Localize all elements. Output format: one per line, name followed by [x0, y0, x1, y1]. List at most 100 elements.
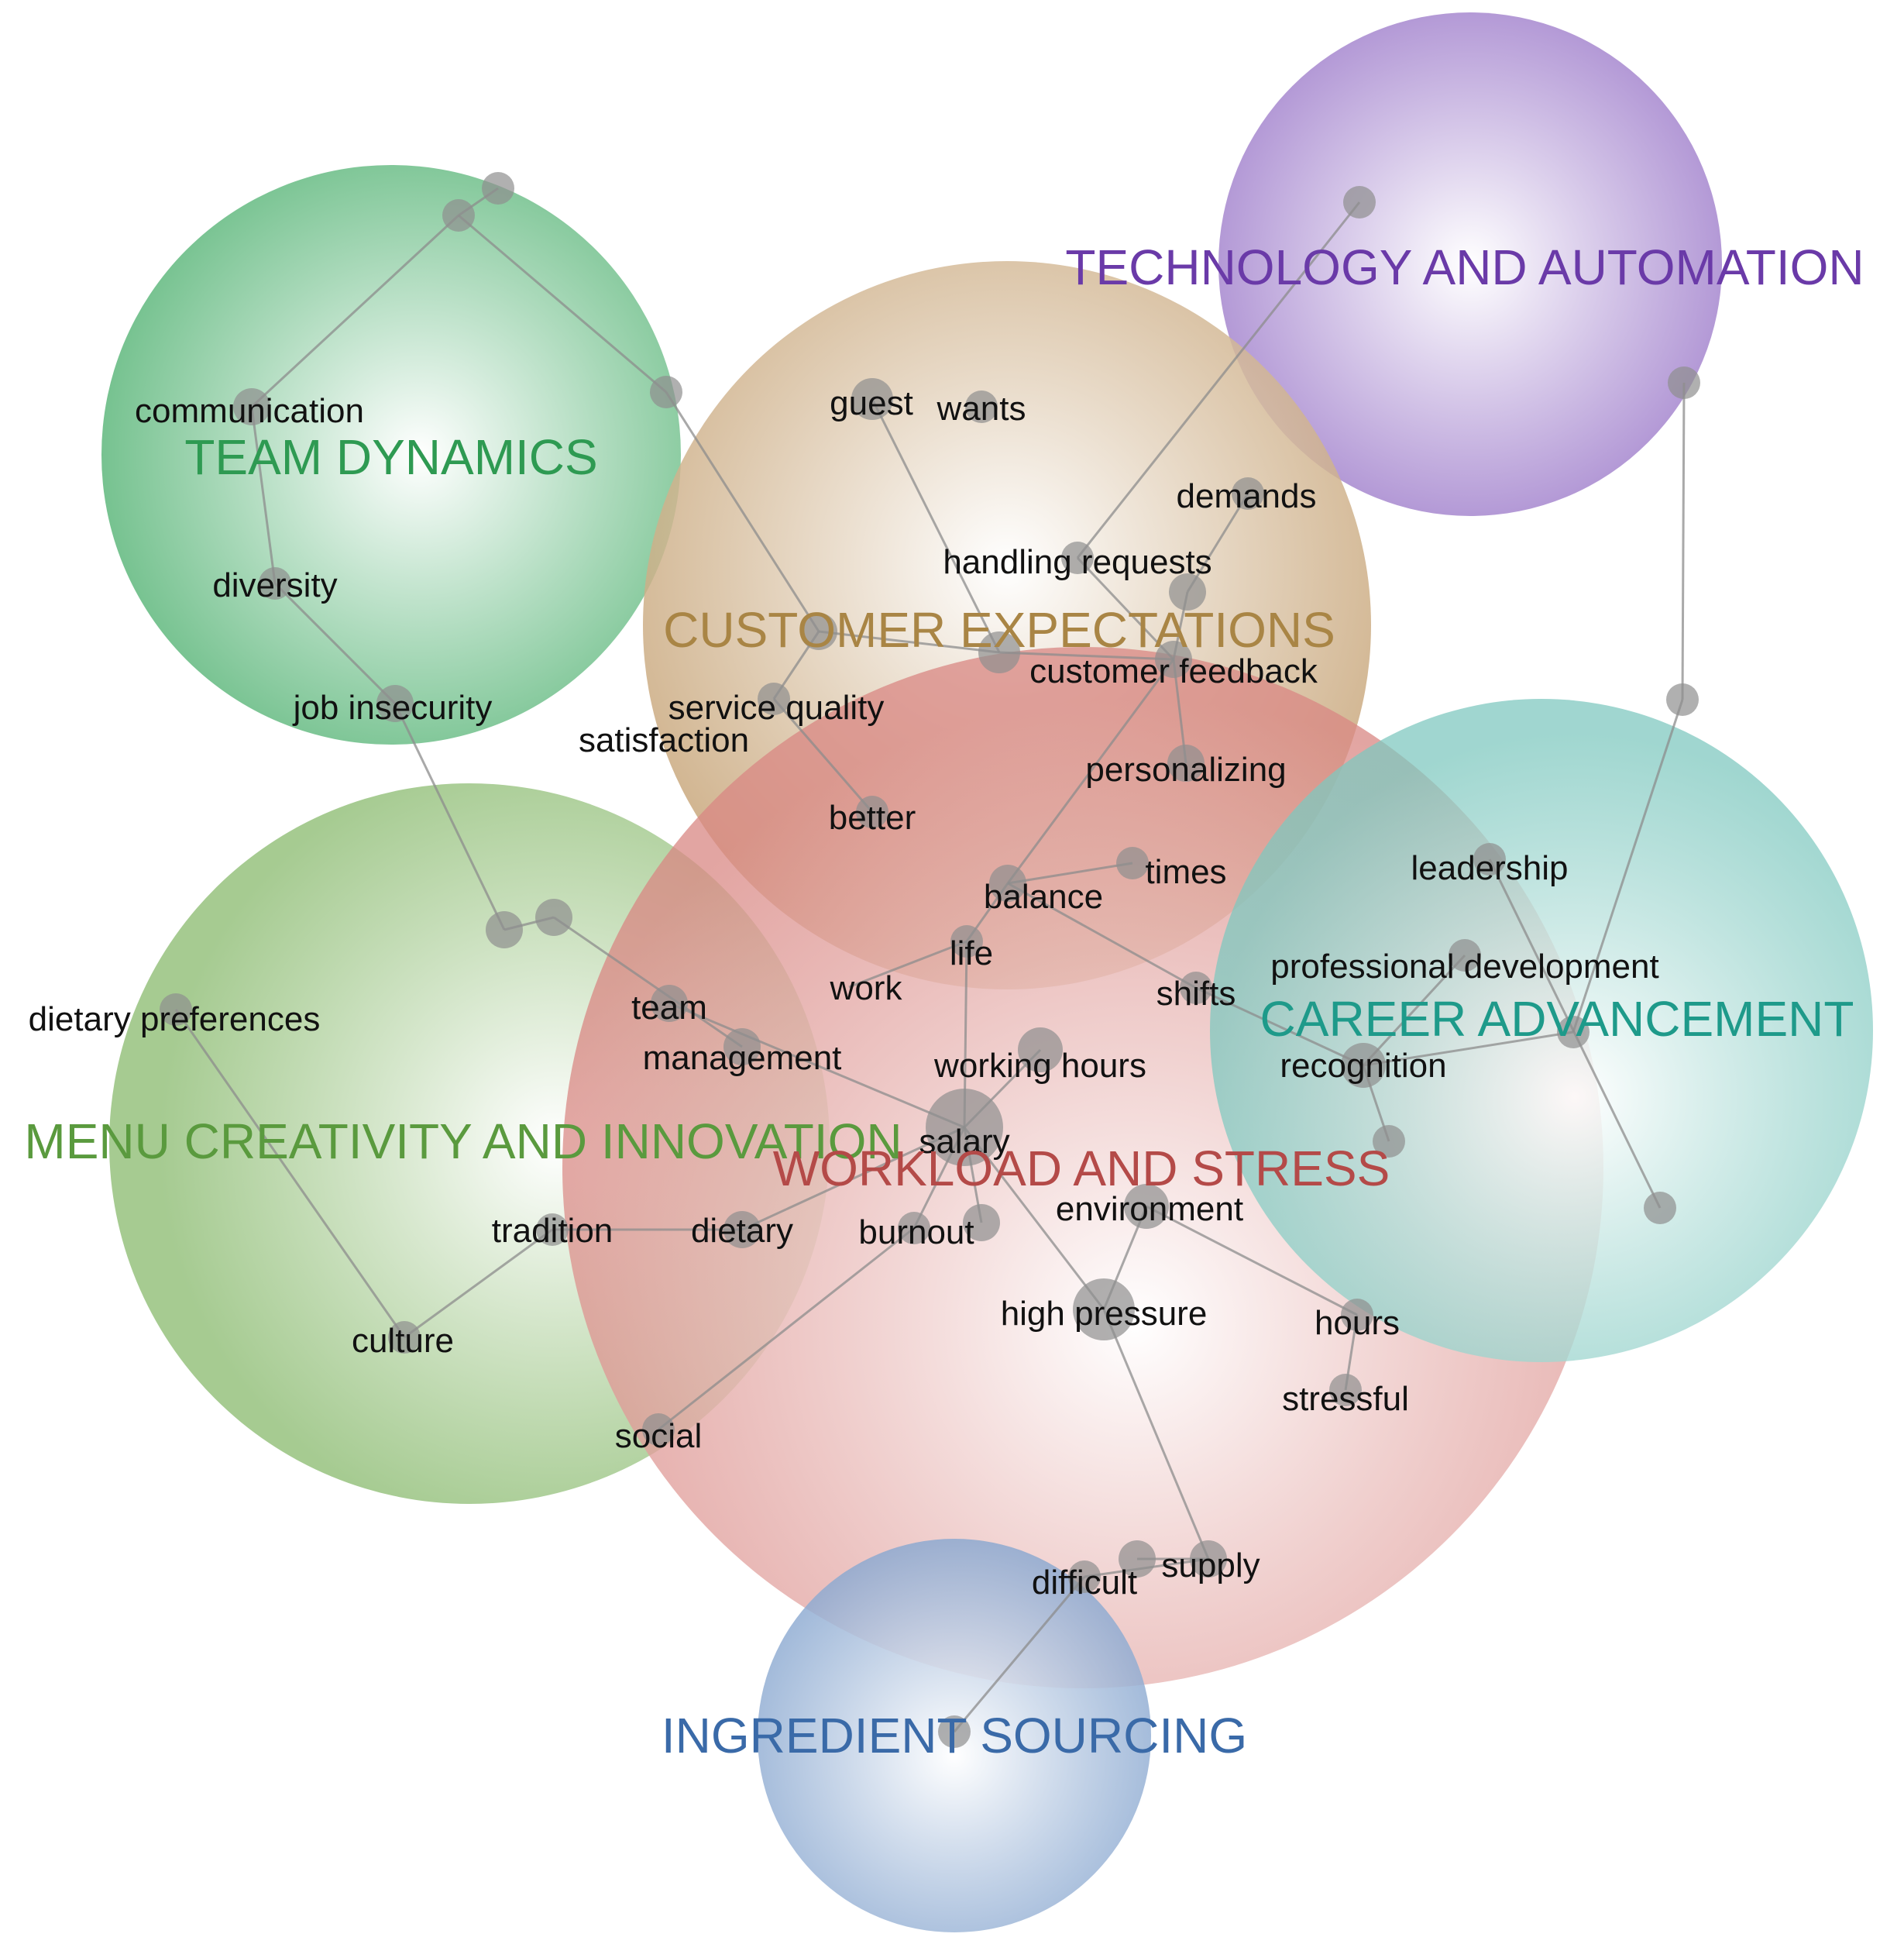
- network-node: [1116, 847, 1149, 879]
- network-node: [1329, 1374, 1362, 1406]
- network-node: [938, 1715, 971, 1748]
- network-node: [1343, 186, 1376, 218]
- network-node: [856, 796, 888, 828]
- term-environment: environment: [1056, 1190, 1243, 1228]
- team-dynamics-circle: [101, 165, 681, 745]
- network-node: [1119, 1540, 1156, 1578]
- term-professional-development: professional development: [1270, 948, 1658, 986]
- network-edge: [1007, 882, 1197, 989]
- network-node: [1167, 745, 1205, 782]
- career-advancement-circle: [1210, 699, 1873, 1362]
- network-edge: [1195, 986, 1364, 1067]
- network-node: [259, 567, 291, 600]
- cluster-label-career-advancement: CAREER ADVANCEMENT: [1260, 991, 1854, 1047]
- network-node: [1644, 1192, 1676, 1224]
- network-node: [1232, 477, 1264, 510]
- term-difficult: difficult: [1032, 1564, 1137, 1602]
- network-edge: [1146, 1205, 1358, 1316]
- network-node: [160, 993, 192, 1026]
- network-node: [1155, 641, 1192, 678]
- term-burnout: burnout: [858, 1213, 974, 1251]
- network-edge: [665, 391, 820, 632]
- network-node: [898, 1212, 930, 1244]
- network-edge: [1363, 1030, 1574, 1067]
- network-node: [965, 391, 998, 423]
- network-node: [1124, 1184, 1169, 1229]
- cluster-label-menu-creativity-and-innovation: MENU CREATIVITY AND INNOVATION: [24, 1113, 902, 1169]
- network-node: [1666, 683, 1699, 716]
- network-node: [642, 1413, 675, 1446]
- network-edge: [658, 1227, 915, 1431]
- network-node: [482, 172, 514, 205]
- network-node: [1668, 366, 1700, 399]
- term-guest: guest: [830, 384, 913, 422]
- term-social: social: [615, 1417, 703, 1455]
- cluster-label-workload-and-stress: WORKLOAD AND STRESS: [773, 1141, 1390, 1196]
- network-node: [233, 388, 270, 425]
- network-node: [651, 985, 688, 1022]
- network-edge: [871, 398, 1001, 653]
- network-node: [650, 376, 682, 408]
- network-edge: [1006, 659, 1175, 884]
- term-culture: culture: [352, 1322, 454, 1360]
- network-edge: [250, 406, 277, 584]
- network-edge: [741, 1126, 965, 1231]
- network-edge: [848, 940, 967, 989]
- network-edge: [1362, 954, 1466, 1067]
- network-edge: [404, 1228, 553, 1339]
- network-edge: [1186, 493, 1249, 593]
- term-work: work: [830, 969, 903, 1007]
- network-node: [388, 1321, 421, 1354]
- network-node: [376, 685, 414, 722]
- network-node: [1473, 843, 1506, 876]
- cluster-label-customer-expectations: CUSTOMER EXPECTATIONS: [663, 602, 1335, 658]
- network-edge: [998, 651, 1174, 661]
- term-diversity: diversity: [212, 566, 337, 604]
- network-node: [1180, 972, 1212, 1004]
- network-edge: [250, 214, 460, 408]
- term-handling-requests: handling requests: [943, 543, 1211, 581]
- term-high-pressure: high pressure: [1001, 1295, 1208, 1333]
- term-service-quality: service quality: [668, 689, 885, 727]
- term-stressful: stressful: [1282, 1380, 1409, 1418]
- term-better: better: [829, 799, 916, 837]
- term-supply: supply: [1161, 1547, 1260, 1584]
- network-edge: [1572, 699, 1684, 1033]
- network-edge: [273, 582, 397, 705]
- network-node: [1449, 939, 1481, 972]
- network-node: [950, 925, 983, 958]
- term-balance: balance: [984, 878, 1103, 916]
- network-edge: [668, 1002, 965, 1129]
- network-node: [1341, 1299, 1373, 1331]
- term-salary: salary: [919, 1123, 1009, 1161]
- term-shifts: shifts: [1156, 975, 1236, 1013]
- network-node: [758, 683, 790, 715]
- term-hours: hours: [1315, 1304, 1400, 1342]
- cluster-label-ingredient-sourcing: INGREDIENT SOURCING: [662, 1708, 1247, 1763]
- network-node: [1341, 1043, 1386, 1088]
- network-node: [978, 631, 1020, 673]
- network-edge: [772, 698, 874, 813]
- network-node: [800, 613, 837, 650]
- network-node: [1018, 1027, 1063, 1072]
- network-edge: [1681, 382, 1686, 700]
- network-node: [963, 1204, 1000, 1241]
- network-node: [486, 911, 523, 948]
- term-personalizing: personalizing: [1085, 751, 1286, 789]
- term-management: management: [643, 1039, 842, 1077]
- term-times: times: [1145, 853, 1226, 891]
- term-customer-feedback: customer feedback: [1029, 652, 1318, 690]
- network-node: [926, 1089, 1003, 1166]
- technology-and-automation-circle: [1218, 12, 1722, 516]
- cluster-label-technology-and-automation: TECHNOLOGY AND AUTOMATION: [1065, 239, 1864, 295]
- network-node: [1557, 1016, 1590, 1048]
- network-node: [1373, 1125, 1405, 1158]
- network-node: [1061, 542, 1094, 574]
- term-team: team: [631, 989, 707, 1027]
- network-node: [536, 1213, 569, 1246]
- network-edge: [458, 214, 667, 394]
- network-edge: [174, 1009, 406, 1338]
- network-edge: [1076, 201, 1361, 559]
- term-communication: communication: [135, 392, 364, 430]
